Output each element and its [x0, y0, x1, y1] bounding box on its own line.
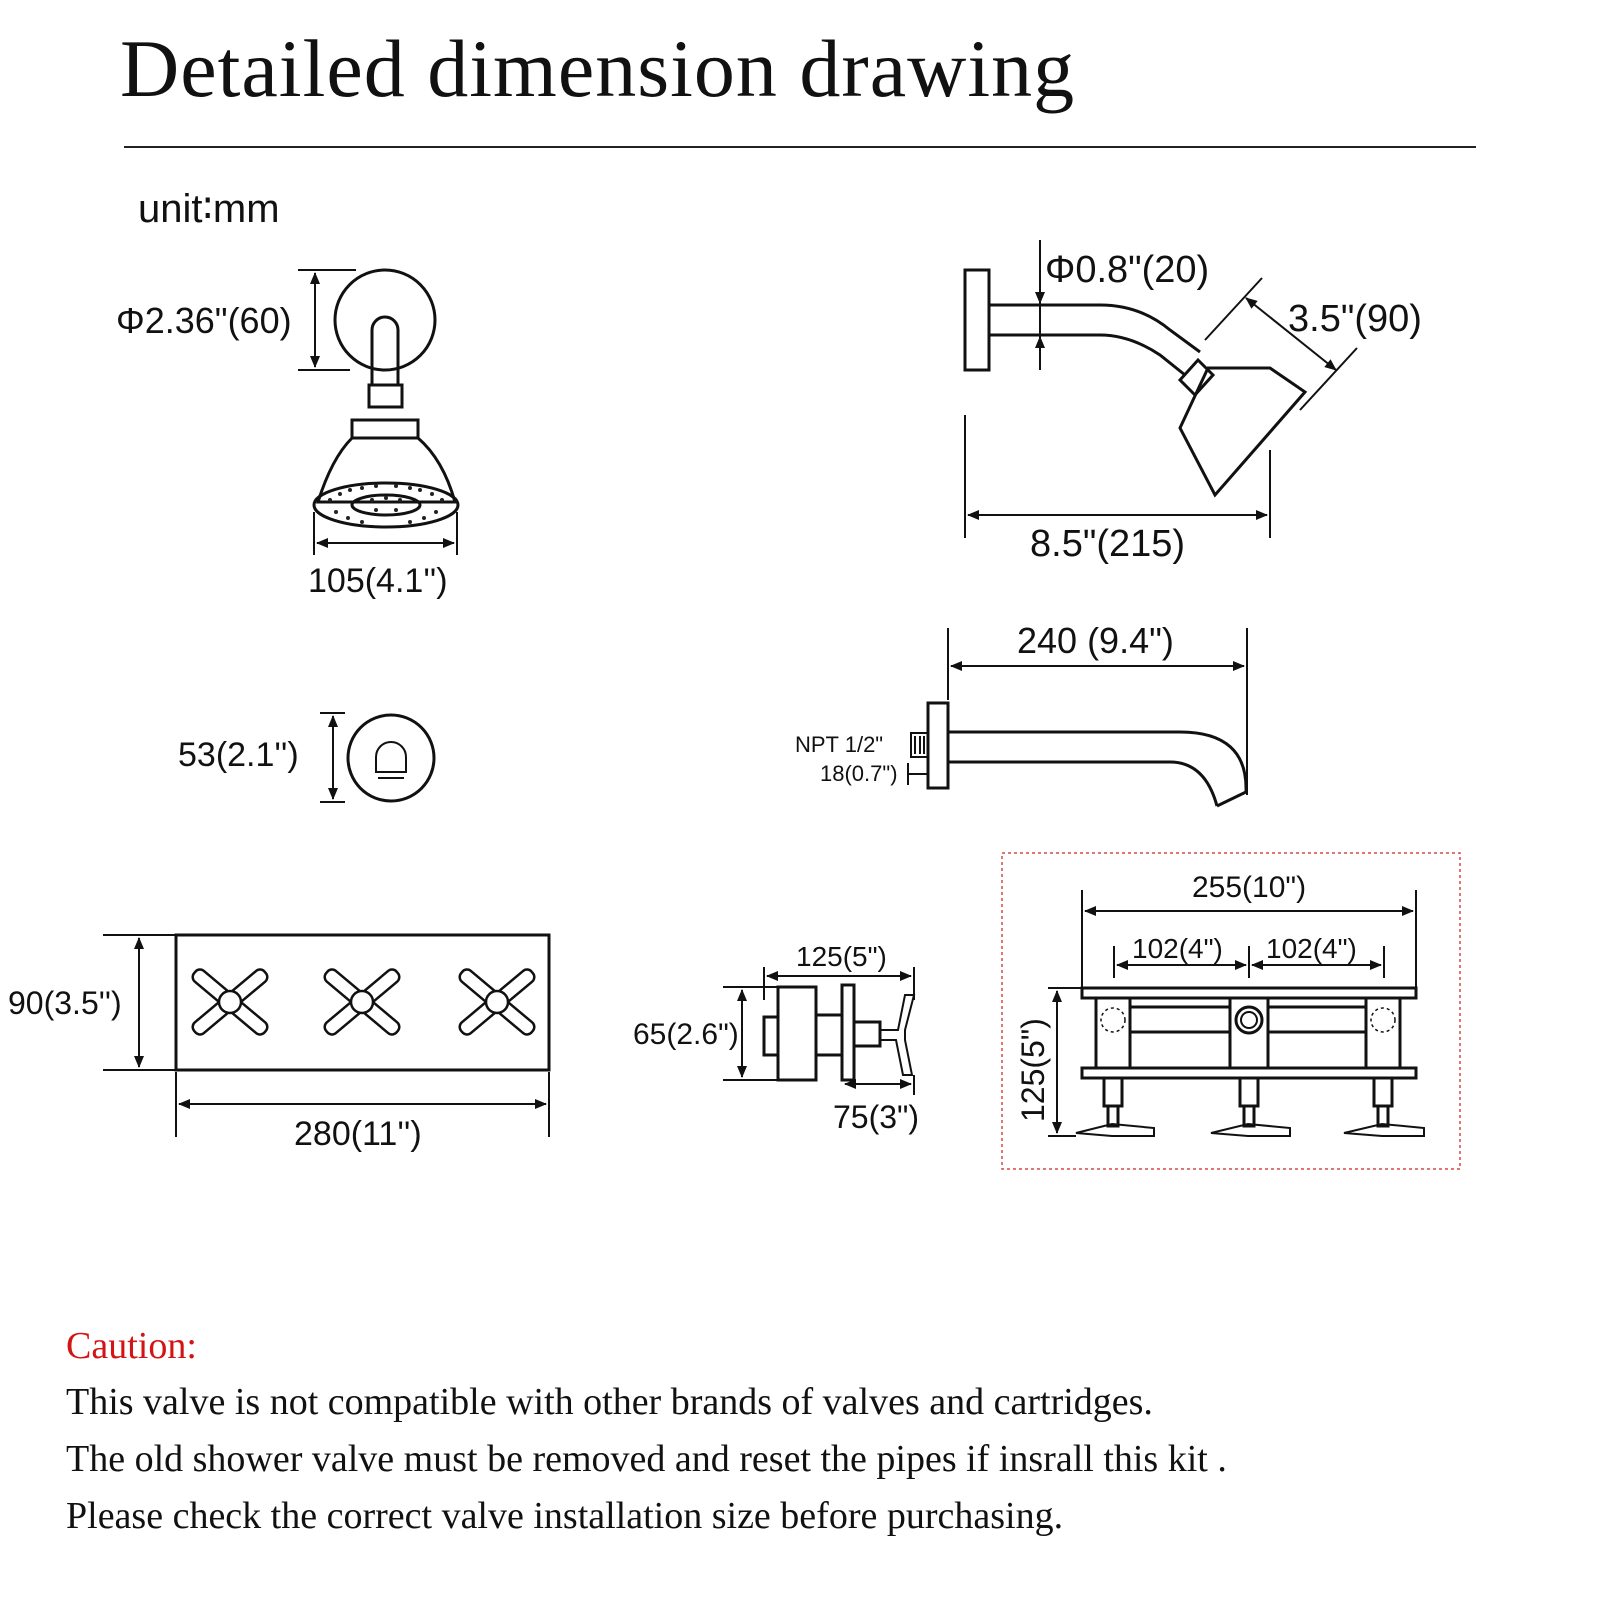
dim-valve-depth: 125(5")	[796, 941, 887, 972]
shower-arm-side-view	[963, 240, 1358, 538]
dim-plate-height: 90(3.5'')	[8, 985, 122, 1021]
valve-side-view	[723, 967, 916, 1095]
dim-body-spacing-right: 102(4")	[1266, 933, 1357, 964]
valve-body-highlight-frame	[1001, 852, 1461, 1170]
dim-body-width: 255(10")	[1192, 871, 1306, 904]
dim-npt: NPT 1/2"	[795, 732, 883, 757]
caution-line-2: The old shower valve must be removed and…	[66, 1438, 1227, 1480]
caution-line-3: Please check the correct valve installat…	[66, 1495, 1064, 1537]
shower-head-front-view	[298, 268, 460, 555]
dim-valve-handle: 75(3")	[833, 1099, 919, 1135]
dim-arm-reach: 8.5"(215)	[1030, 523, 1185, 565]
title-divider	[124, 146, 1476, 148]
cross-handle-center	[323, 968, 401, 1036]
dim-head-width: 105(4.1'')	[308, 562, 448, 600]
unit-label: unit∶mm	[138, 187, 280, 231]
cross-handle-right	[458, 968, 536, 1036]
dim-arm-flange-diameter: Φ2.36"(60)	[116, 300, 292, 341]
dim-plate-width: 280(11'')	[294, 1115, 422, 1153]
cross-handle-left	[191, 968, 269, 1036]
dim-npt-length: 18(0.7")	[820, 761, 898, 786]
caution-heading: Caution:	[66, 1325, 197, 1367]
caution-line-1: This valve is not compatible with other …	[66, 1381, 1153, 1423]
dim-outlet-diameter: 53(2.1'')	[178, 736, 299, 774]
dim-spout-length: 240 (9.4")	[1017, 620, 1174, 661]
dim-body-height: 125(5")	[1015, 1018, 1051, 1122]
dim-body-spacing-left: 102(4")	[1132, 933, 1223, 964]
page-title: Detailed dimension drawing	[120, 23, 1076, 114]
outlet-front-view	[320, 712, 436, 803]
trim-plate-front-view	[103, 933, 551, 1137]
dim-head-face: 3.5"(90)	[1288, 298, 1422, 340]
tub-spout-side-view	[907, 628, 1248, 808]
valve-body-top-view	[1048, 890, 1425, 1137]
dim-pipe-diameter: Φ0.8"(20)	[1045, 249, 1209, 291]
dim-valve-height: 65(2.6")	[633, 1018, 739, 1051]
